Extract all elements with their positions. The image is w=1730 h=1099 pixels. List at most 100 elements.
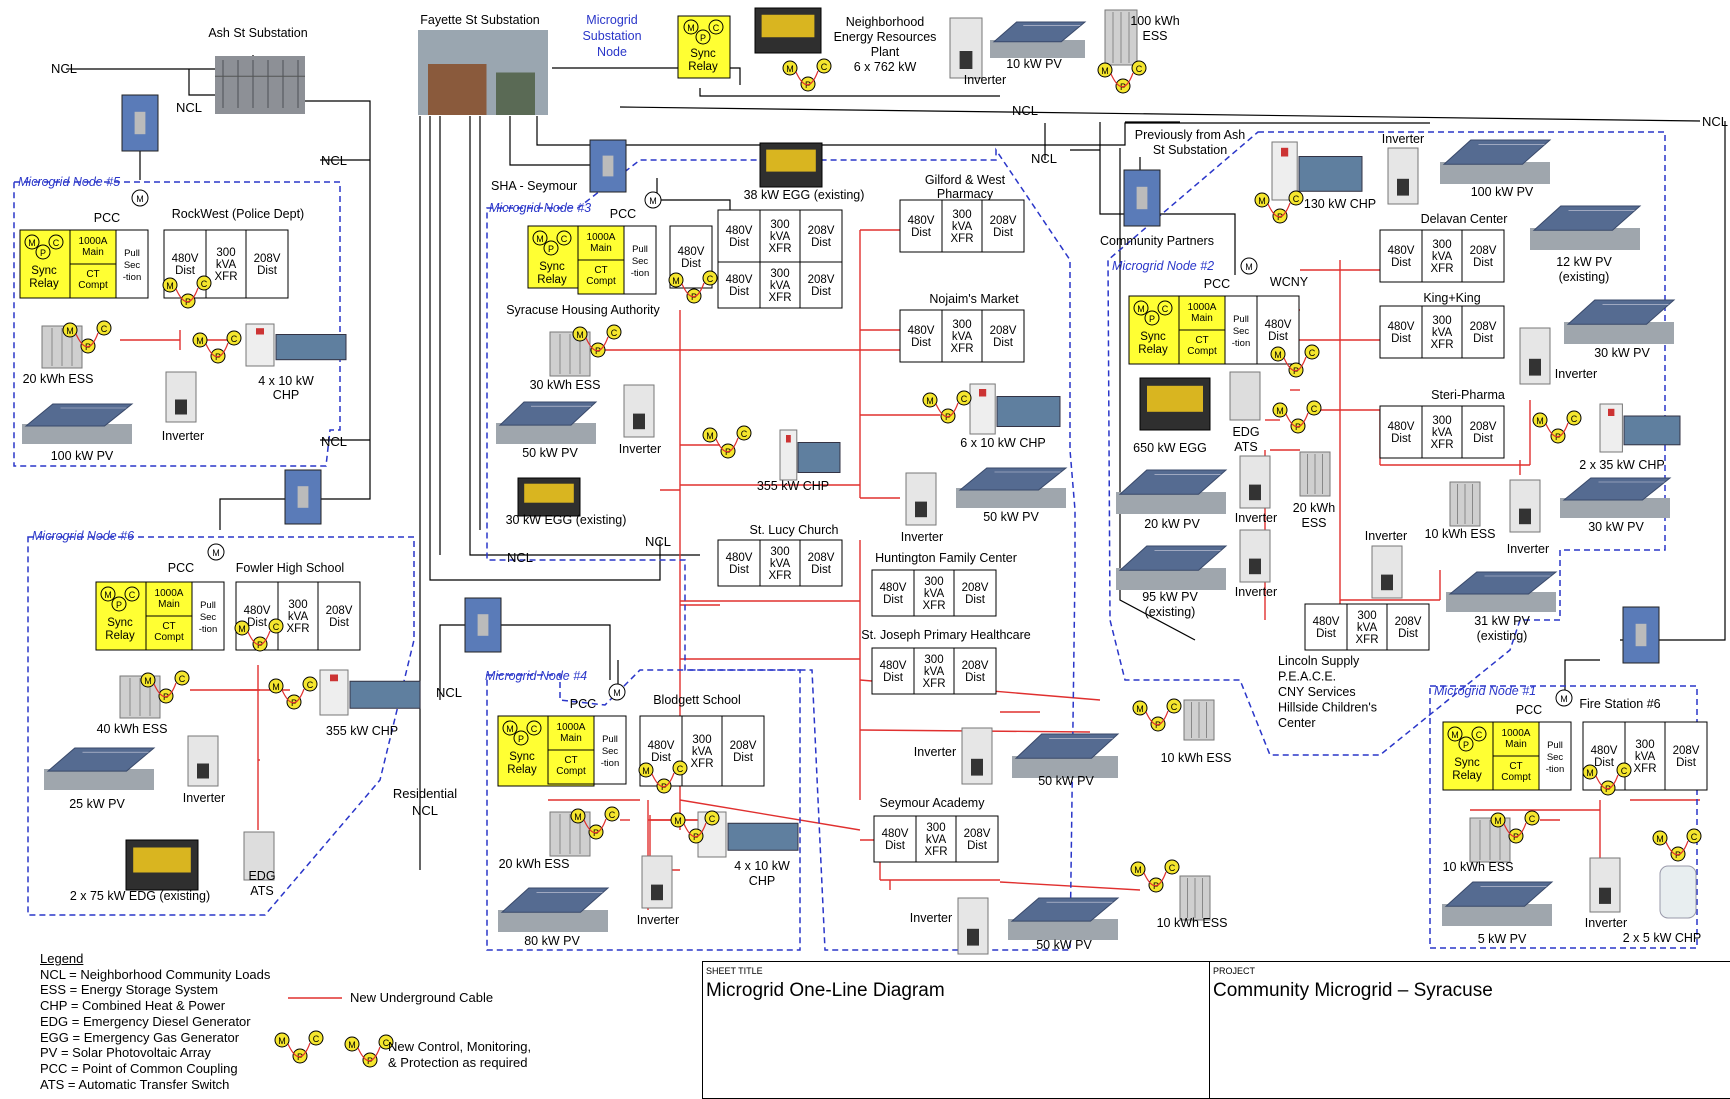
meter-symbol-letter: M [1258,196,1266,206]
pv-ground [1116,568,1226,590]
pull-section-text-line: Sec [1233,326,1250,337]
dist-480v-text-line: 480V [648,740,675,752]
legend-item: NCL = Neighborhood Community Loads [40,966,271,982]
dist-480v [717,209,761,263]
control-symbol-letter: C [1169,863,1176,873]
meter-symbol-letter: M [1586,768,1594,778]
xfr-300kva-text-line: kVA [1357,622,1378,634]
pv-picture [990,21,1087,58]
protection-symbol [180,293,196,309]
pv-label: 25 kW PV [69,797,125,811]
inv-picture [187,735,219,787]
protection-symbol [35,244,51,260]
inverter-label-line: Inverter [183,791,225,805]
fayette-substation-label: Fayette St Substation [420,13,540,27]
edg-picture [1229,371,1261,421]
control-symbol-letter: C [611,328,618,338]
dist-208v-text-line: Dist [733,752,754,764]
pull-section-text-line: Sec [200,612,217,623]
pv-ground [496,423,596,444]
xfr-300kva [205,229,247,299]
xfr-300kva-text-line: 300 [288,599,307,611]
xfr-300kva-text-line: 300 [770,219,789,231]
pv-ground [1564,322,1674,344]
pv-label: 5 kW PV [1478,932,1527,946]
node-title-line: Microgrid Node #3 [489,201,591,215]
xfr-300kva-text-line: 300 [1432,315,1451,327]
ncl-label-line: NCL [436,685,462,700]
ct-label-line: CT [594,265,607,276]
ncl-label-line: NCL [645,534,671,549]
site-label-line: Hillside Children's [1278,701,1377,715]
meter-symbol-letter: M [1494,816,1502,826]
sync-relay-label-line: Relay [1452,770,1482,782]
dist-208v [955,815,999,863]
gen-picture [754,7,822,54]
site-label-line: Syracuse Housing Authority [506,303,660,317]
substation-node-label-line: Node [597,45,627,59]
pv-label-line: 80 kW PV [524,934,580,948]
protection-symbol [513,730,529,746]
wire [439,624,455,700]
pole-transformer [1123,169,1161,227]
protection-symbol [1670,846,1686,862]
pcc-label: PCC [570,697,596,711]
protection-symbol [80,338,96,354]
pcc-label: PCC [1516,703,1542,717]
chp-engine [1623,415,1681,446]
dist-208v-text-line: 208V [1470,245,1497,257]
protection-symbol [695,29,711,45]
site-label: Steri-Pharma [1431,388,1505,402]
legend-item: EGG = Emergency Gas Generator [40,1029,240,1045]
site-label: Huntington Family Center [875,551,1017,565]
site-label-line: Huntington Family Center [875,551,1017,565]
inverter-panel [967,928,979,946]
inverter-cabinet [1519,327,1551,385]
ess-label-line: 20 kWh ESS [23,372,94,386]
protection-symbol [1290,418,1306,434]
xfr-300kva-text-line: 300 [770,546,789,558]
protection-symbol [252,636,268,652]
pv-label-line: (existing) [1145,605,1196,619]
chp-picture [245,323,347,367]
meter-symbol-letter: M [104,590,112,600]
ess-picture [1179,875,1211,921]
protection-symbol-letter: P [700,33,706,43]
ct-label-line: CT [564,755,577,766]
meter-symbol [1130,861,1146,877]
chp-engine [727,822,799,851]
dist-480v-text-line: Dist [175,265,196,277]
chp-label-line: 130 kW CHP [1304,197,1376,211]
pv-panel [46,747,156,772]
meter-symbol [532,230,548,246]
project-title: Community Microgrid – Syracuse [1213,980,1493,1001]
inverter-label-line: Inverter [1365,529,1407,543]
control-symbol [1616,762,1632,778]
chp-indicator [256,328,264,335]
xfr-300kva-text-line: XFR [769,243,792,255]
sync-relay-label-line: Relay [688,61,718,73]
node-title-line: Microgrid Node #6 [32,529,134,543]
equipment-pictures [22,7,1697,955]
xfr-300kva [913,569,955,617]
pcc-label: PCC [1204,277,1230,291]
dist-480v-text-line: Dist [885,840,906,852]
xfr-300kva-text-line: kVA [952,221,973,233]
site-label-line: Lincoln Supply [1278,654,1360,668]
inverter-label: Inverter [1235,585,1277,599]
ess-label: 10 kWh ESS [1157,916,1228,930]
dist-480v [717,261,761,309]
